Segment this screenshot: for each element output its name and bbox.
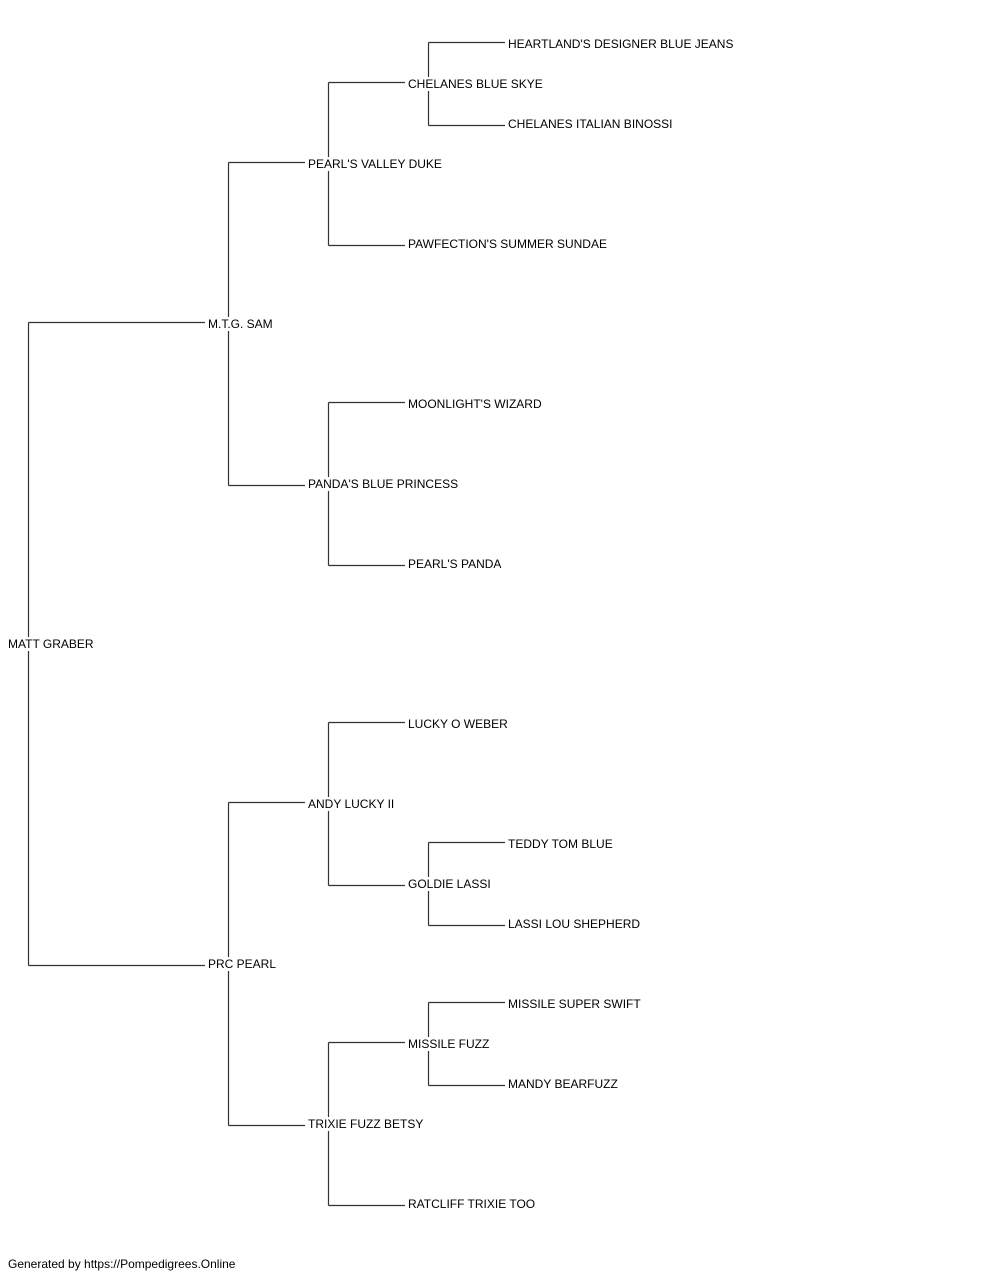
node-sire-sire-sire-dam: CHELANES ITALIAN BINOSSI — [508, 117, 673, 131]
node-sire-sire: PEARL'S VALLEY DUKE — [308, 157, 442, 171]
node-sire-sire-sire-sire: HEARTLAND'S DESIGNER BLUE JEANS — [508, 37, 734, 51]
node-sire: M.T.G. SAM — [208, 317, 273, 331]
node-dam-sire: ANDY LUCKY II — [308, 797, 395, 811]
footer-credit: Generated by https://Pompedigrees.Online — [8, 1257, 236, 1271]
node-subject: MATT GRABER — [8, 637, 94, 651]
node-dam-sire-dam: GOLDIE LASSI — [408, 877, 491, 891]
node-dam-sire-dam-dam: LASSI LOU SHEPHERD — [508, 917, 641, 931]
node-dam-sire-sire: LUCKY O WEBER — [408, 717, 508, 731]
node-sire-dam-dam: PEARL'S PANDA — [408, 557, 502, 571]
node-sire-dam-sire: MOONLIGHT'S WIZARD — [408, 397, 542, 411]
node-sire-dam: PANDA'S BLUE PRINCESS — [308, 477, 459, 491]
node-dam-sire-dam-sire: TEDDY TOM BLUE — [508, 837, 613, 851]
node-dam-dam: TRIXIE FUZZ BETSY — [308, 1117, 424, 1131]
node-dam-dam-sire-sire: MISSILE SUPER SWIFT — [508, 997, 641, 1011]
node-dam-dam-sire-dam: MANDY BEARFUZZ — [508, 1077, 618, 1091]
node-dam-dam-dam: RATCLIFF TRIXIE TOO — [408, 1197, 536, 1211]
node-dam: PRC PEARL — [208, 957, 277, 971]
node-sire-sire-sire: CHELANES BLUE SKYE — [408, 77, 543, 91]
node-dam-dam-sire: MISSILE FUZZ — [408, 1037, 490, 1051]
node-sire-sire-dam: PAWFECTION'S SUMMER SUNDAE — [408, 237, 607, 251]
